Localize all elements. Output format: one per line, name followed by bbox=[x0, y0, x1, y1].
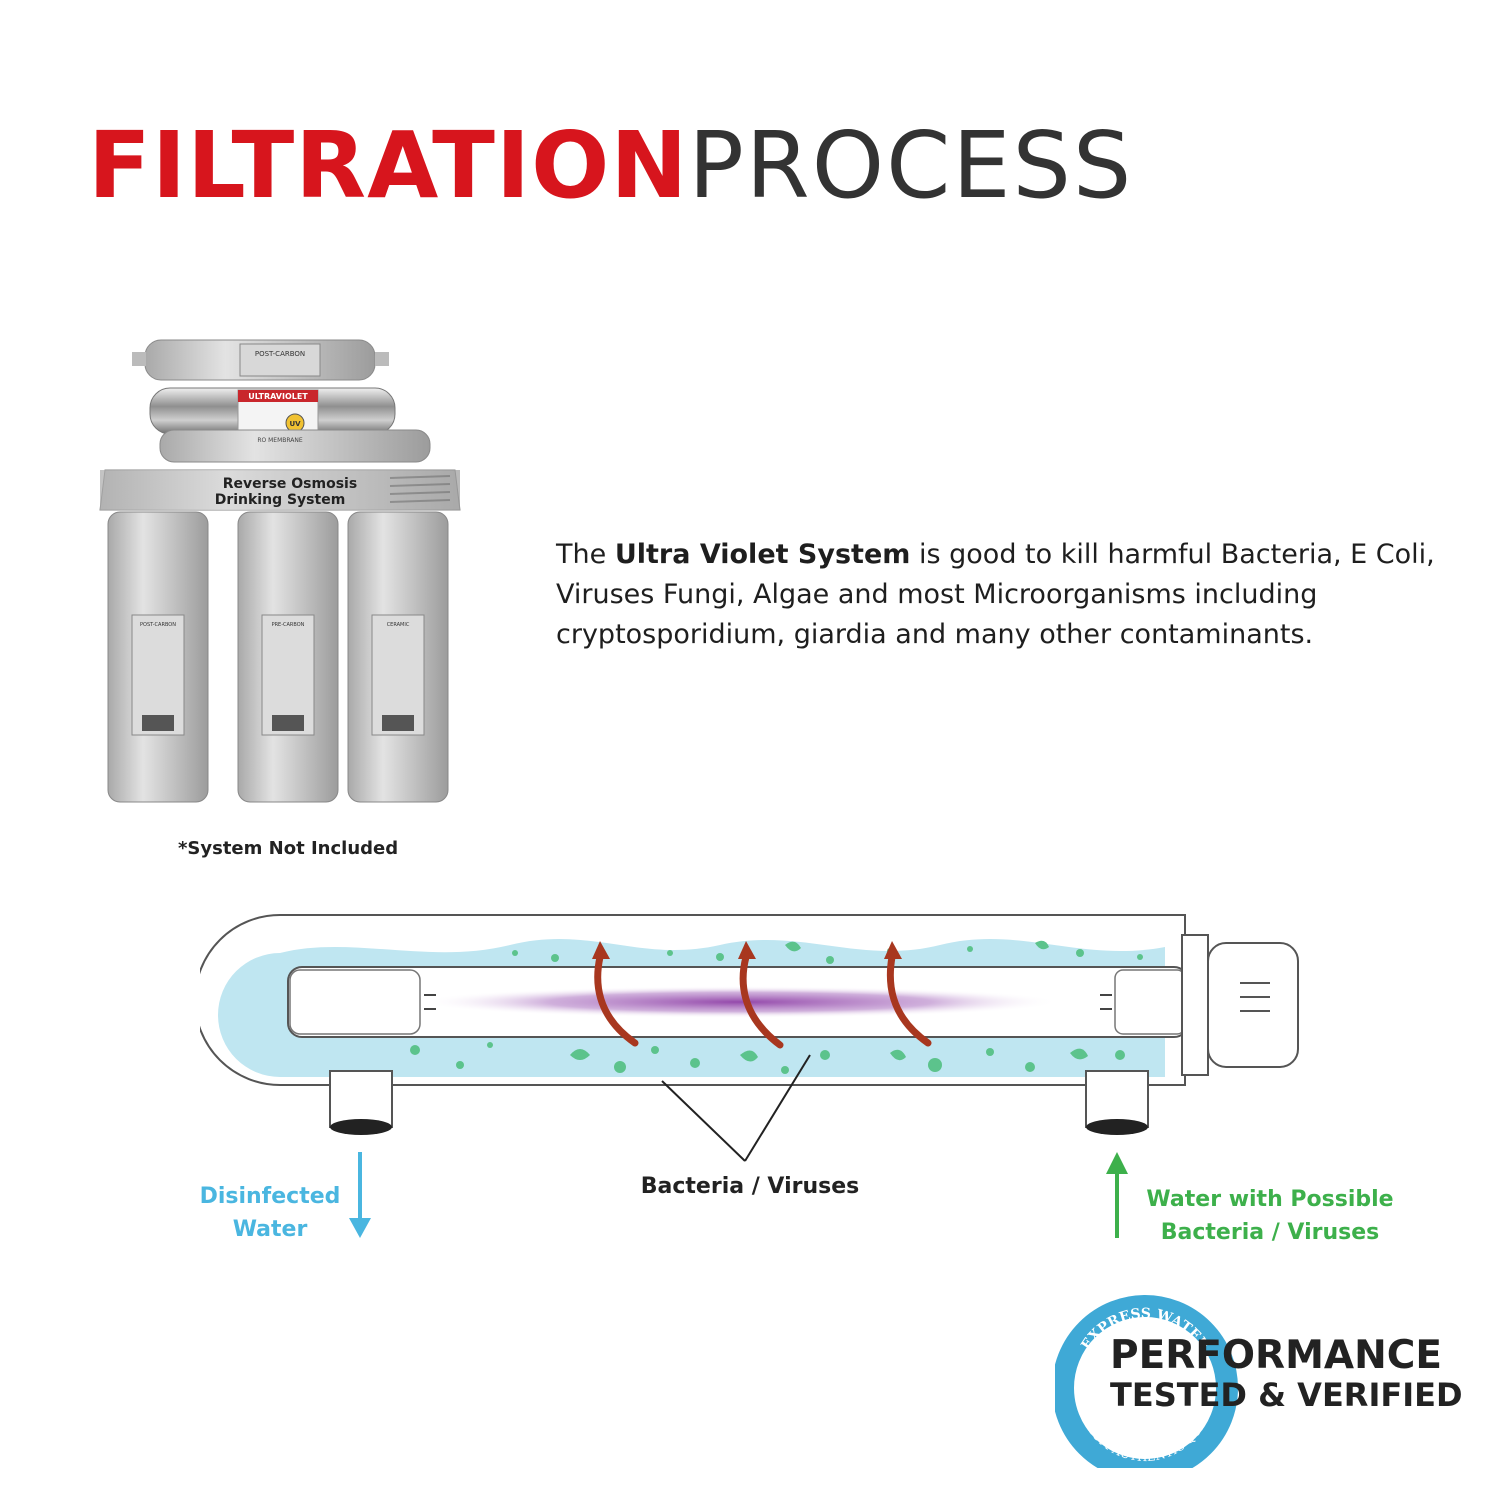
bacteria-particles bbox=[410, 940, 1143, 1074]
page-title: FILTRATIONPROCESS bbox=[88, 120, 1133, 212]
outlet-port bbox=[329, 1070, 393, 1135]
uv-label: ULTRAVIOLET bbox=[248, 392, 308, 401]
outflow-arrow bbox=[349, 1152, 371, 1238]
badge-line2: TESTED & VERIFIED bbox=[1110, 1376, 1463, 1414]
membrane-label: RO MEMBRANE bbox=[257, 437, 303, 444]
end-cap bbox=[1181, 934, 1209, 1076]
filter-label-1: POST-CARBON bbox=[140, 622, 176, 628]
performance-badge: EXPRESS WATER PREMIUM AUTHENTIC QUALITY bbox=[1055, 1295, 1238, 1468]
banner-line1: Reverse Osmosis bbox=[223, 476, 357, 492]
system-not-included-caption: *System Not Included bbox=[178, 838, 399, 859]
uv-description: The Ultra Violet System is good to kill … bbox=[556, 535, 1436, 655]
title-strong: FILTRATION bbox=[88, 112, 689, 219]
uv-ray-arrows bbox=[594, 953, 932, 1049]
bacteria-viruses-label: Bacteria / Viruses bbox=[640, 1174, 860, 1199]
desc-highlight: Ultra Violet System bbox=[614, 539, 911, 570]
badge-line1: PERFORMANCE bbox=[1110, 1333, 1442, 1378]
uv-chamber-diagram bbox=[200, 914, 1299, 1162]
filter-label-2: PRE-CARBON bbox=[272, 622, 305, 628]
top-filter-label: POST-CARBON bbox=[255, 350, 305, 358]
filter-label-3: CERAMIC bbox=[387, 622, 410, 628]
desc-suffix: is good to kill harmful Bacteria, E Coli… bbox=[556, 539, 1435, 650]
filter-housings: POST-CARBON PRE-CARBON CERAMIC bbox=[107, 511, 449, 803]
bacteria-pointer-lines bbox=[661, 1054, 811, 1162]
badge-ring bbox=[1055, 1295, 1238, 1468]
desc-prefix: The bbox=[556, 539, 615, 570]
inflow-arrow bbox=[1106, 1152, 1128, 1238]
uv-light bbox=[420, 986, 1060, 1018]
uv-badge: UV bbox=[289, 420, 301, 428]
ro-system-image: POST-CARBON ULTRAVIOLET UV RO MEMBRANE R… bbox=[99, 339, 461, 803]
badge-text: PERFORMANCE TESTED & VERIFIED bbox=[1110, 1333, 1463, 1414]
banner-line2: Drinking System bbox=[215, 492, 346, 508]
title-light: PROCESS bbox=[688, 112, 1134, 219]
inlet-port bbox=[1085, 1070, 1149, 1135]
